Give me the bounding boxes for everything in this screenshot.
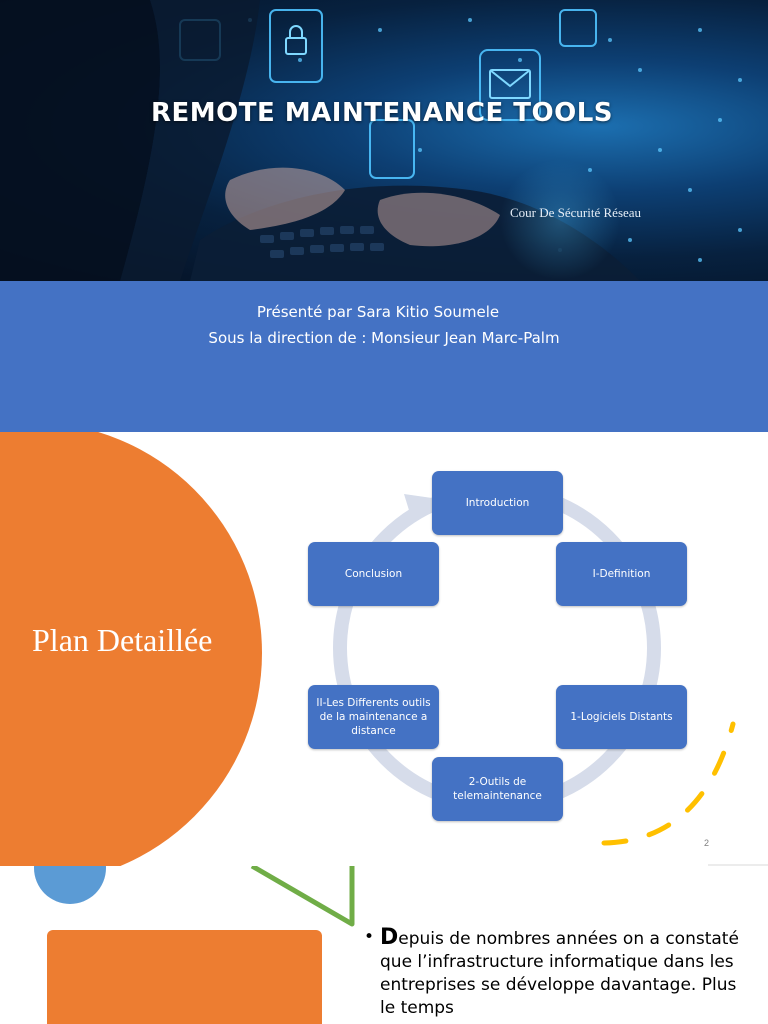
node-definition[interactable]: I-Definition: [556, 542, 687, 606]
drop-letter: D: [380, 925, 399, 950]
presentation-title: REMOTE MAINTENANCE TOOLS: [151, 98, 613, 128]
presenter-line: Présenté par Sara Kitio Soumele: [256, 303, 500, 321]
hero-image: REMOTE MAINTENANCE TOOLS Cour De Sécurit…: [0, 0, 768, 281]
intro-text: epuis de nombres années on a constaté qu…: [380, 929, 739, 1018]
page-number: 2: [704, 838, 710, 848]
cycle-arrow-icon: [404, 494, 432, 520]
plan-title: Plan Detaillée: [32, 622, 213, 658]
plan-slide: Plan Detaillée Introduction I-Definition…: [0, 432, 768, 866]
presenter-band: Présenté par Sara Kitio Soumele Sous la …: [0, 281, 768, 432]
node-logiciels-distants[interactable]: 1-Logiciels Distants: [556, 685, 687, 749]
yellow-dashed-arc: [601, 721, 736, 846]
hero-illustration: [0, 0, 742, 281]
green-chevron-shape: [250, 866, 355, 927]
node-introduction[interactable]: Introduction: [432, 471, 563, 535]
node-outils-telemaintenance[interactable]: 2-Outils de telemaintenance: [432, 757, 563, 821]
intro-slide: • Depuis de nombres années on a constaté…: [0, 866, 768, 1024]
orange-rectangle-shape: [47, 930, 322, 1024]
node-conclusion[interactable]: Conclusion: [308, 542, 439, 606]
bullet-marker: •: [364, 927, 375, 947]
cycle-diagram: [333, 484, 768, 866]
title-slide: REMOTE MAINTENANCE TOOLS Cour De Sécurit…: [0, 0, 768, 432]
course-subtitle: Cour De Sécurité Réseau: [510, 205, 642, 220]
supervisor-line: Sous la direction de : Monsieur Jean Mar…: [208, 329, 560, 347]
node-differents-outils[interactable]: II-Les Differents outils de la maintenan…: [308, 685, 439, 749]
intro-paragraph: • Depuis de nombres années on a constaté…: [364, 926, 744, 1020]
